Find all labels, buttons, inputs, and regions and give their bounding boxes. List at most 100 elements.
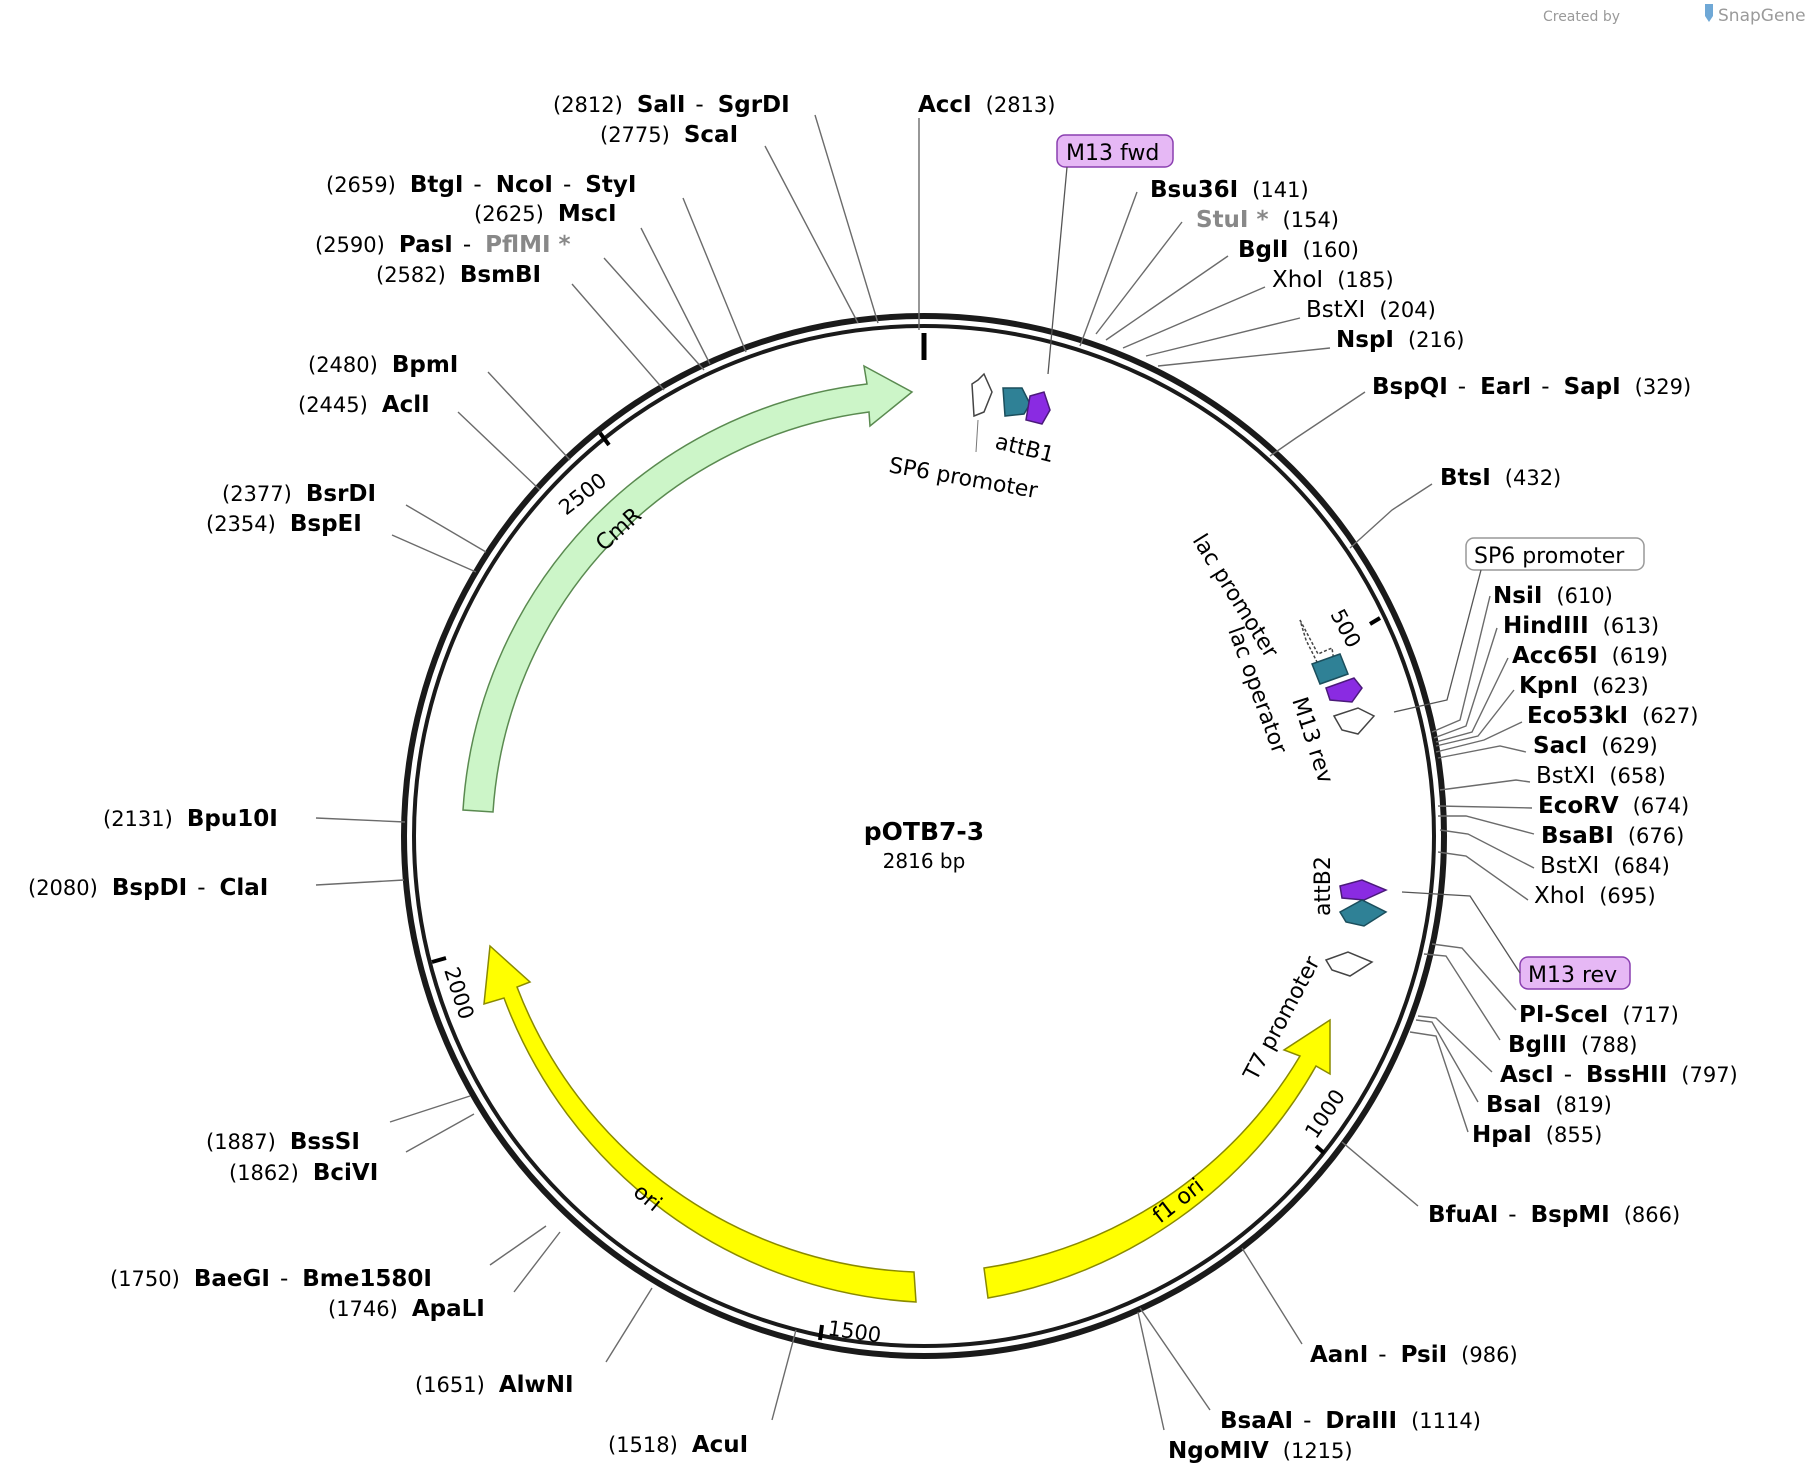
restriction-site-label: BspQI-EarI-SapI(329) xyxy=(1372,374,1691,400)
sp6-promoter-arrow xyxy=(971,372,993,453)
restriction-site-label: BstXI(204) xyxy=(1306,297,1436,323)
leader-line xyxy=(1439,829,1535,869)
enzyme-name: DraIII xyxy=(1325,1408,1397,1434)
enzyme-name: BssHII xyxy=(1586,1062,1667,1088)
enzyme-name: Eco53kI xyxy=(1527,703,1628,729)
site-position: (819) xyxy=(1555,1093,1611,1117)
leader-line xyxy=(1431,943,1517,1011)
site-position: (2445) xyxy=(298,393,368,417)
restriction-site-label: (2775)ScaI xyxy=(600,122,738,148)
restriction-site-label: (1518)AcuI xyxy=(608,1432,748,1458)
leader-line xyxy=(405,1113,475,1153)
feature-f1-ori: f1 ori xyxy=(983,1018,1331,1299)
site-position: (2775) xyxy=(600,123,670,147)
restriction-site-label: SacI(629) xyxy=(1533,733,1658,759)
leader-line xyxy=(513,1231,561,1293)
site-separator: - xyxy=(463,232,471,258)
leader-line xyxy=(389,1095,471,1123)
leader-line xyxy=(1241,1247,1303,1345)
site-position: (432) xyxy=(1505,466,1561,490)
leader-line xyxy=(1433,627,1498,739)
backbone-outer-ring xyxy=(401,313,1447,1359)
restriction-site-label: (2480)BpmI xyxy=(308,352,458,378)
site-position: (684) xyxy=(1613,854,1669,878)
site-position: (623) xyxy=(1592,674,1648,698)
leader-line xyxy=(1438,815,1535,835)
restriction-site-label: (1746)ApaLI xyxy=(328,1296,485,1322)
leader-line xyxy=(1095,221,1183,335)
restriction-site-label: BstXI(684) xyxy=(1540,853,1670,879)
leader-line xyxy=(1437,851,1529,901)
leader-line xyxy=(1435,657,1509,743)
enzyme-name: AccI xyxy=(918,92,972,118)
site-position: (185) xyxy=(1337,268,1393,292)
site-position: (986) xyxy=(1461,1343,1517,1367)
site-position: (676) xyxy=(1628,824,1684,848)
restriction-site-label: BglII(788) xyxy=(1508,1032,1637,1058)
sp6-promoter-primer-box: SP6 promoter xyxy=(1393,537,1645,713)
site-position: (1746) xyxy=(328,1297,398,1321)
backbone-inner-ring xyxy=(412,324,1436,1348)
enzyme-name: EcoRV xyxy=(1538,793,1619,819)
site-position: (1651) xyxy=(415,1373,485,1397)
enzyme-name: BsmBI xyxy=(460,262,541,288)
enzyme-name: SacI xyxy=(1533,733,1587,759)
site-separator: - xyxy=(695,92,703,118)
restriction-site-label: BsaBI(676) xyxy=(1541,823,1684,849)
restriction-site-label: AscI-BssHII(797) xyxy=(1500,1062,1738,1088)
leader-line xyxy=(1139,1307,1211,1411)
restriction-site-label: (2625) MscI xyxy=(474,201,617,227)
enzyme-name: BspMI xyxy=(1531,1202,1610,1228)
attb1-arrow-teal xyxy=(1002,387,1031,417)
site-position: (2377) xyxy=(222,482,292,506)
leader-line xyxy=(1137,1311,1165,1431)
restriction-site-label: Bsu36I(141) xyxy=(1150,177,1309,203)
leader-line xyxy=(1122,286,1266,349)
site-position: (160) xyxy=(1302,238,1358,262)
restriction-site-label: (2354)BspEI xyxy=(206,511,362,537)
attb2-arrow-purple xyxy=(1339,879,1388,901)
restriction-site-label: BfuAI-BspMI(866) xyxy=(1428,1202,1680,1228)
m13-rev-primer-box: M13 rev xyxy=(1401,891,1631,990)
enzyme-name: BsrDI xyxy=(306,481,376,507)
restriction-site-label: (2131)Bpu10I xyxy=(103,806,278,832)
restriction-site-label: XhoI(695) xyxy=(1534,883,1656,909)
enzyme-name: BstXI xyxy=(1306,297,1365,323)
site-position: (1862) xyxy=(229,1161,299,1185)
restriction-site-label: BglI(160) xyxy=(1238,237,1359,263)
restriction-site-label: (2582)BsmBI xyxy=(376,262,541,288)
plasmid-name: pOTB7-3 xyxy=(864,817,984,846)
enzyme-name: MscI xyxy=(558,201,617,227)
sp6-promoter-label: SP6 promoter xyxy=(887,453,1040,504)
site-position: (2590) xyxy=(315,233,385,257)
tick-1500: 1500 xyxy=(818,1316,883,1347)
site-position: (797) xyxy=(1681,1063,1737,1087)
site-position: (2659) xyxy=(326,173,396,197)
leader-line xyxy=(315,879,405,886)
site-separator: - xyxy=(1541,374,1549,400)
restriction-site-label: Acc65I(619) xyxy=(1512,643,1668,669)
leader-line xyxy=(457,411,541,491)
svg-text:M13 rev: M13 rev xyxy=(1528,963,1617,988)
enzyme-name: PflMI * xyxy=(485,232,570,258)
restriction-site-label: (2445)AclI xyxy=(298,392,430,418)
enzyme-name: HindIII xyxy=(1503,613,1589,639)
site-position: (329) xyxy=(1635,375,1691,399)
leader-line xyxy=(771,1329,797,1421)
site-separator: - xyxy=(473,172,481,198)
enzyme-name: Bpu10I xyxy=(187,806,278,832)
site-position: (1750) xyxy=(110,1267,180,1291)
enzyme-name: NcoI xyxy=(496,172,553,198)
site-separator: - xyxy=(280,1266,288,1292)
restriction-site-label: (2590)PasI-PflMI * xyxy=(315,232,571,258)
enzyme-name: StuI * xyxy=(1196,207,1269,233)
enzyme-name: SapI xyxy=(1564,374,1621,400)
site-position: (2625) xyxy=(474,202,544,226)
site-labels: (2812)SalI-SgrDI(2775)ScaIAccI(2813)(265… xyxy=(28,92,1738,1464)
site-position: (1215) xyxy=(1283,1439,1353,1463)
leader-line xyxy=(682,197,747,353)
site-position: (610) xyxy=(1556,584,1612,608)
restriction-site-label: (2659)BtgI-NcoI-StyI xyxy=(326,172,636,198)
site-position: (2480) xyxy=(308,353,378,377)
restriction-site-label: StuI *(154) xyxy=(1196,207,1339,233)
